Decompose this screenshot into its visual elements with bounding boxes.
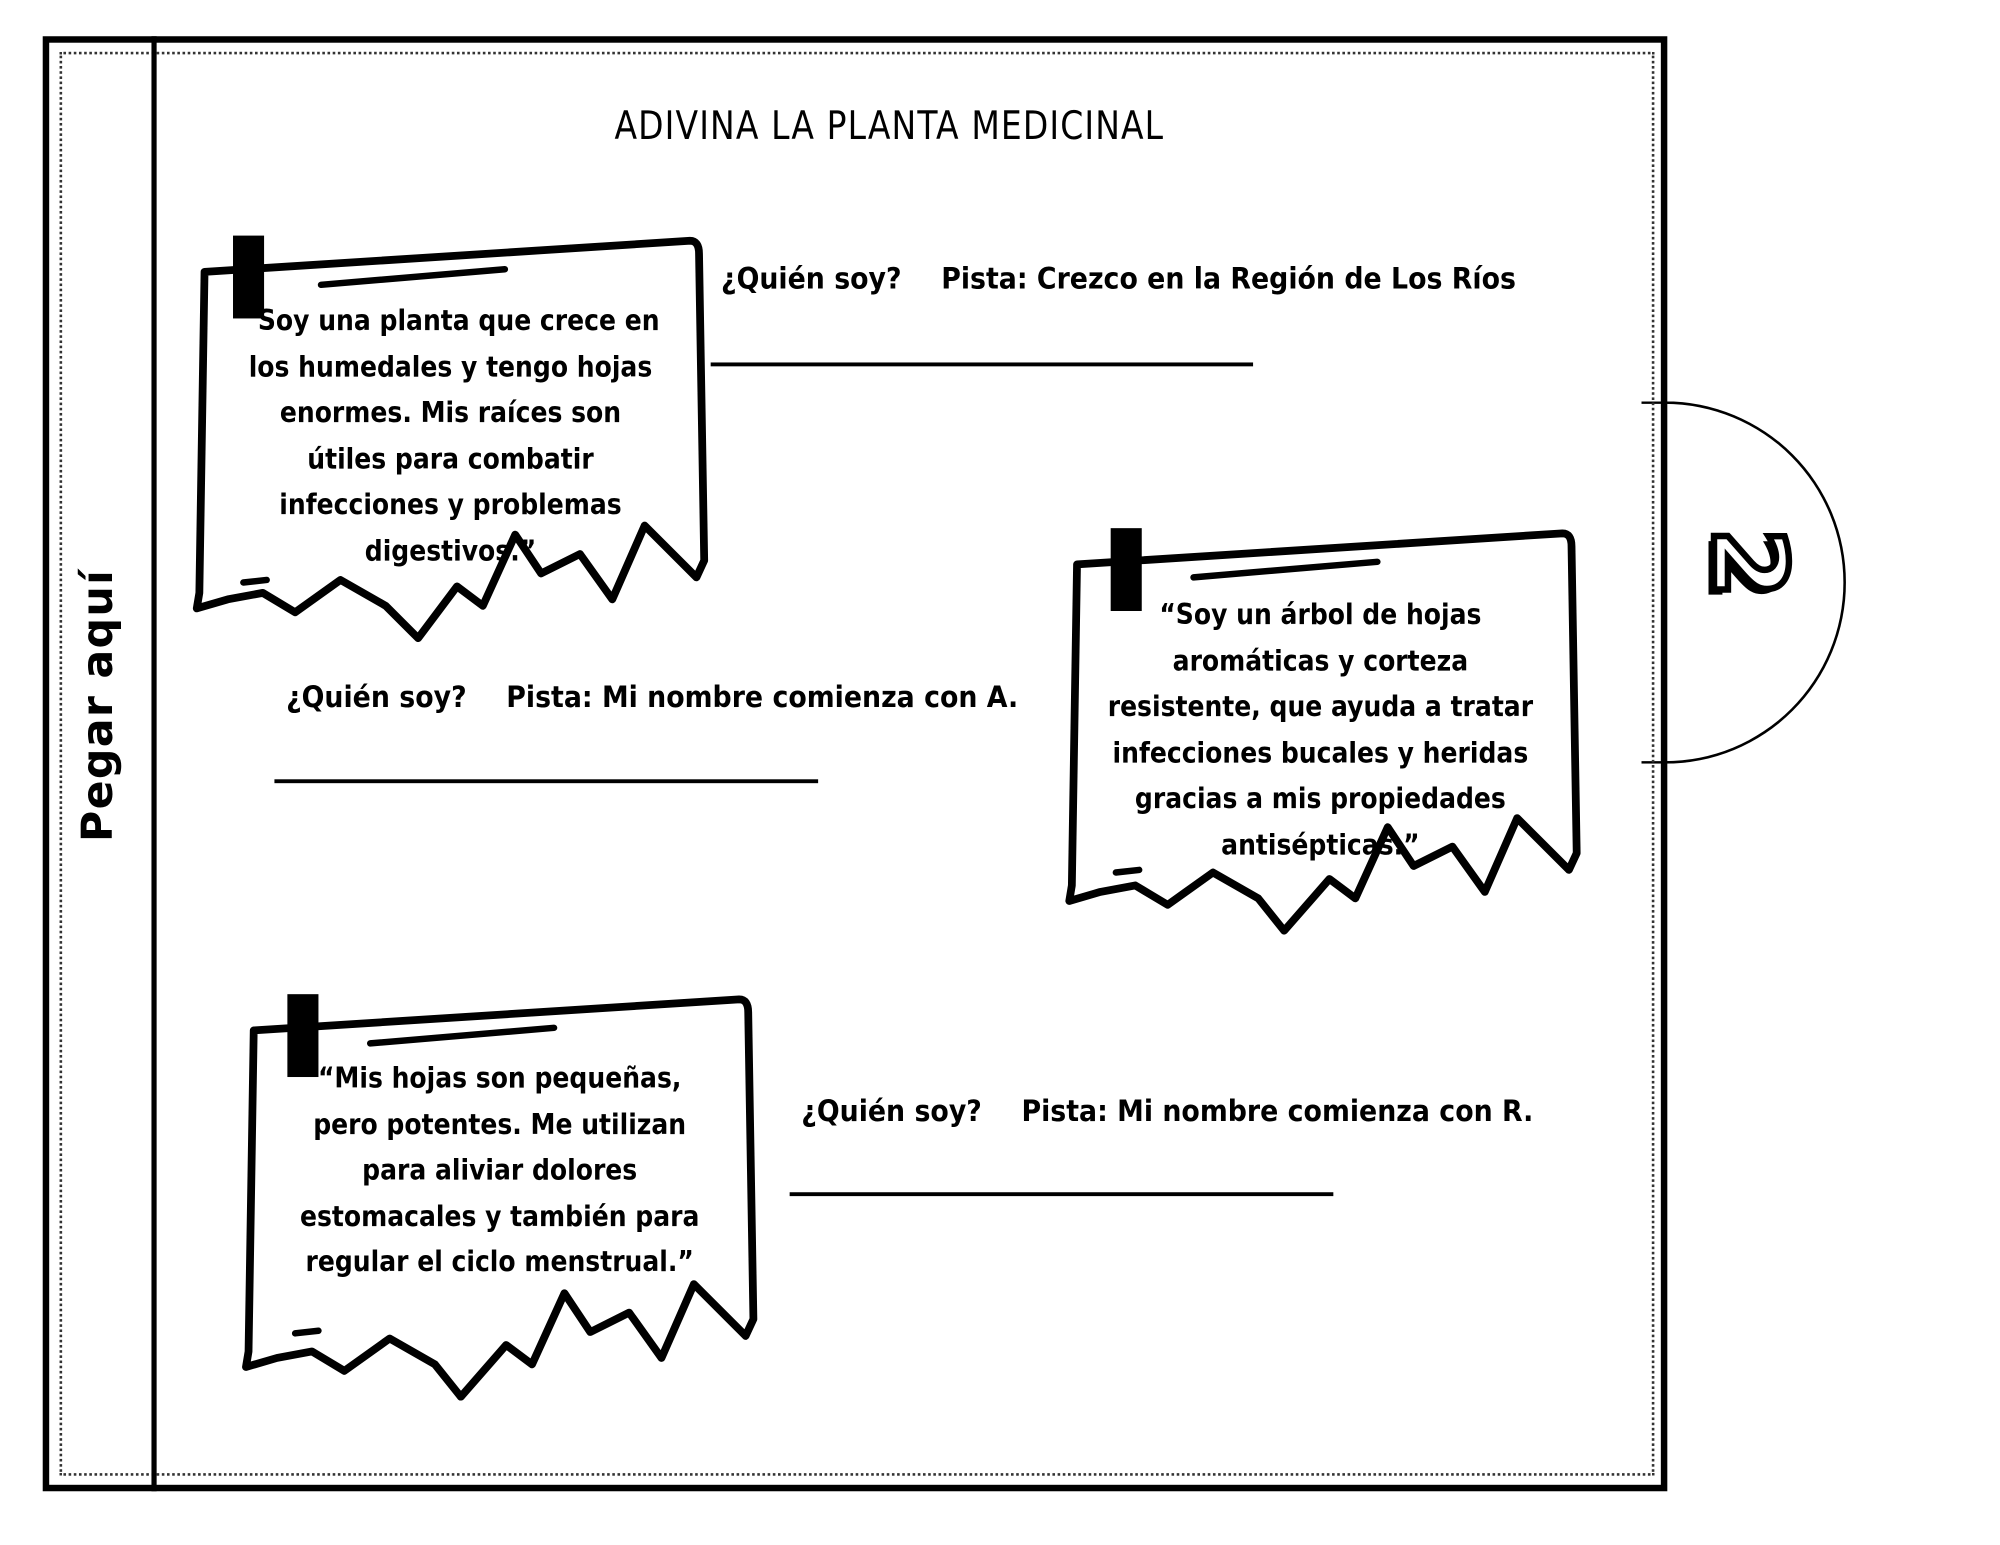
quote-line: digestivos.” <box>364 535 537 568</box>
quote-line: infecciones y problemas <box>279 489 622 522</box>
quote-line: estomacales y también para <box>299 1200 700 1234</box>
quote-line: útiles para combatir <box>307 443 594 476</box>
note-card-1: “Soy una planta que crece en los humedal… <box>192 230 710 643</box>
quote-line: infecciones bucales y heridas <box>1112 737 1529 770</box>
question-3: ¿Quién soy? Pista: Mi nombre comienza con… <box>801 1095 1533 1129</box>
question-label: ¿Quién soy? <box>286 680 467 715</box>
quote-line: resistente, que ayuda a tratar <box>1107 691 1534 724</box>
quote-line: regular el ciclo menstrual.” <box>305 1246 694 1279</box>
question-label: ¿Quién soy? <box>721 262 902 297</box>
answer-line-3[interactable] <box>789 1192 1334 1197</box>
quote-line: pero potentes. Me utilizan <box>313 1108 687 1142</box>
quote-line: “Soy un árbol de hojas <box>1159 599 1482 632</box>
quote-line: “Mis hojas son pequeñas, <box>317 1062 682 1096</box>
hint-text: Pista: Mi nombre comienza con A. <box>506 680 1019 715</box>
question-2: ¿Quién soy? Pista: Mi nombre comienza con… <box>286 681 1018 715</box>
note-card-2: “Soy un árbol de hojas aromáticas y cort… <box>1064 523 1582 935</box>
note-card-3: “Mis hojas son pequeñas, pero potentes. … <box>241 989 759 1401</box>
answer-line-1[interactable] <box>710 362 1254 367</box>
page-title: ADIVINA LA PLANTA MEDICINAL <box>614 104 1165 150</box>
quote-line: “Soy una planta que crece en <box>241 305 660 338</box>
tab-number: 2 <box>1686 525 1809 602</box>
glue-fold-line <box>151 36 157 1492</box>
answer-line-2[interactable] <box>274 779 819 784</box>
quote-line: enormes. Mis raíces son <box>279 397 622 430</box>
quote-line: para aliviar dolores <box>362 1154 638 1188</box>
quote-line: aromáticas y corteza <box>1172 645 1469 678</box>
torn-paper-icon <box>1065 528 1581 935</box>
quote-line: antisépticas.” <box>1221 829 1420 862</box>
torn-paper-icon <box>242 994 758 1401</box>
quote-line: los humedales y tengo hojas <box>248 351 653 384</box>
torn-paper-icon <box>192 235 709 643</box>
cut-line-dotted <box>59 51 1655 1476</box>
glue-here-label: Pegar aquí <box>71 568 123 843</box>
question-1: ¿Quién soy? Pista: Crezco en la Región de… <box>721 263 1516 297</box>
quote-line: gracias a mis propiedades <box>1134 783 1506 816</box>
hint-text: Pista: Mi nombre comienza con R. <box>1021 1095 1534 1129</box>
question-label: ¿Quién soy? <box>801 1095 982 1129</box>
hint-text: Pista: Crezco en la Región de Los Ríos <box>941 262 1516 297</box>
outer-frame <box>42 36 1668 1492</box>
